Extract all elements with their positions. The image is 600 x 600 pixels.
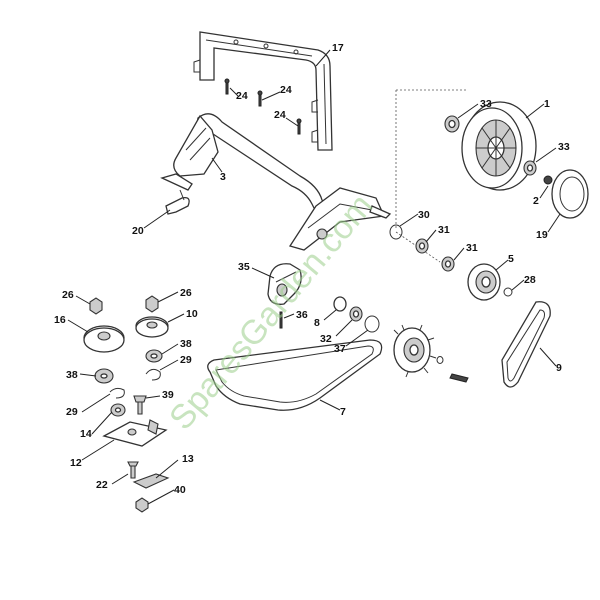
callout-3: 3	[220, 171, 226, 183]
callout-labels: 17 24 24 24 3 20 33 1 33 2 19 30 31 31 5…	[54, 42, 570, 496]
bracket-part	[267, 263, 302, 329]
callout-29: 29	[180, 354, 192, 366]
callout-10: 10	[186, 308, 198, 320]
drive-belt-part	[207, 339, 383, 411]
callout-8: 8	[314, 317, 320, 329]
callout-1: 1	[544, 98, 550, 110]
callout-28: 28	[524, 274, 536, 286]
callout-32: 32	[320, 333, 332, 345]
callout-7: 7	[340, 406, 346, 418]
pulley-parts	[333, 296, 469, 383]
callout-30: 30	[418, 209, 430, 221]
callout-33: 33	[480, 98, 492, 110]
belt-part	[501, 301, 551, 388]
callout-12: 12	[70, 457, 82, 469]
hubcap-part	[551, 169, 589, 219]
callout-31: 31	[466, 242, 478, 254]
callout-5: 5	[508, 253, 514, 265]
callout-20: 20	[132, 225, 144, 237]
callout-24: 24	[280, 84, 292, 96]
callout-39: 39	[162, 389, 174, 401]
callout-35: 35	[238, 261, 250, 273]
callout-36: 36	[296, 309, 308, 321]
mounting-hardware-parts	[83, 295, 170, 513]
lower-frame-part	[160, 113, 392, 251]
callout-13: 13	[182, 453, 194, 465]
callout-31: 31	[438, 224, 450, 236]
callout-40: 40	[174, 484, 186, 496]
callout-38: 38	[66, 369, 78, 381]
callout-24: 24	[236, 90, 248, 102]
callout-2: 2	[533, 195, 539, 207]
callout-37: 37	[334, 343, 346, 355]
callout-16: 16	[54, 314, 66, 326]
callout-19: 19	[536, 229, 548, 241]
callout-38: 38	[180, 338, 192, 350]
callout-33: 33	[558, 141, 570, 153]
callout-26: 26	[180, 287, 192, 299]
handle-frame-part	[193, 31, 333, 151]
callout-26: 26	[62, 289, 74, 301]
callout-9: 9	[556, 362, 562, 374]
gear-shaft-parts	[389, 224, 513, 301]
screw-parts	[224, 78, 302, 135]
callout-14: 14	[80, 428, 92, 440]
clip-part	[165, 189, 190, 215]
callout-24: 24	[274, 109, 286, 121]
callout-22: 22	[96, 479, 108, 491]
callout-17: 17	[332, 42, 344, 54]
callout-29: 29	[66, 406, 78, 418]
wheel-part	[395, 89, 553, 230]
leader-lines	[67, 49, 561, 505]
